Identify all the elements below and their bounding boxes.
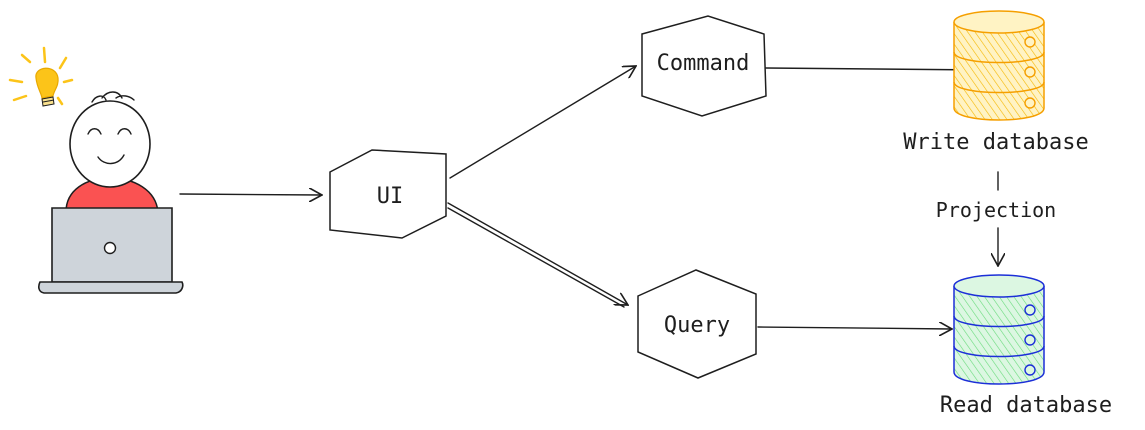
ui-node: UI	[329, 149, 447, 239]
write-database-node: Write database	[903, 10, 1089, 155]
write-database-label: Write database	[903, 130, 1088, 155]
edge-user-to-ui	[179, 194, 322, 195]
laptop-icon	[38, 207, 184, 294]
user-illustration	[8, 46, 184, 294]
query-node-label: Query	[664, 313, 730, 338]
query-node: Query	[637, 269, 757, 379]
edge-query-to-read-db	[757, 327, 952, 329]
ui-node-label: UI	[377, 184, 404, 209]
read-database-node: Read database	[940, 274, 1112, 418]
edge-ui-to-command	[449, 66, 636, 179]
database-icon	[953, 274, 1045, 385]
database-icon	[953, 10, 1045, 121]
edges: Projection	[179, 66, 1056, 329]
edge-ui-to-query	[447, 202, 628, 305]
lightbulb-icon	[8, 46, 74, 107]
user-face	[69, 91, 151, 188]
edge-command-to-write-db	[765, 68, 986, 70]
edge-projection-label: Projection	[936, 198, 1056, 222]
command-node: Command	[641, 15, 767, 117]
command-node-label: Command	[657, 51, 750, 76]
read-database-label: Read database	[940, 393, 1112, 418]
